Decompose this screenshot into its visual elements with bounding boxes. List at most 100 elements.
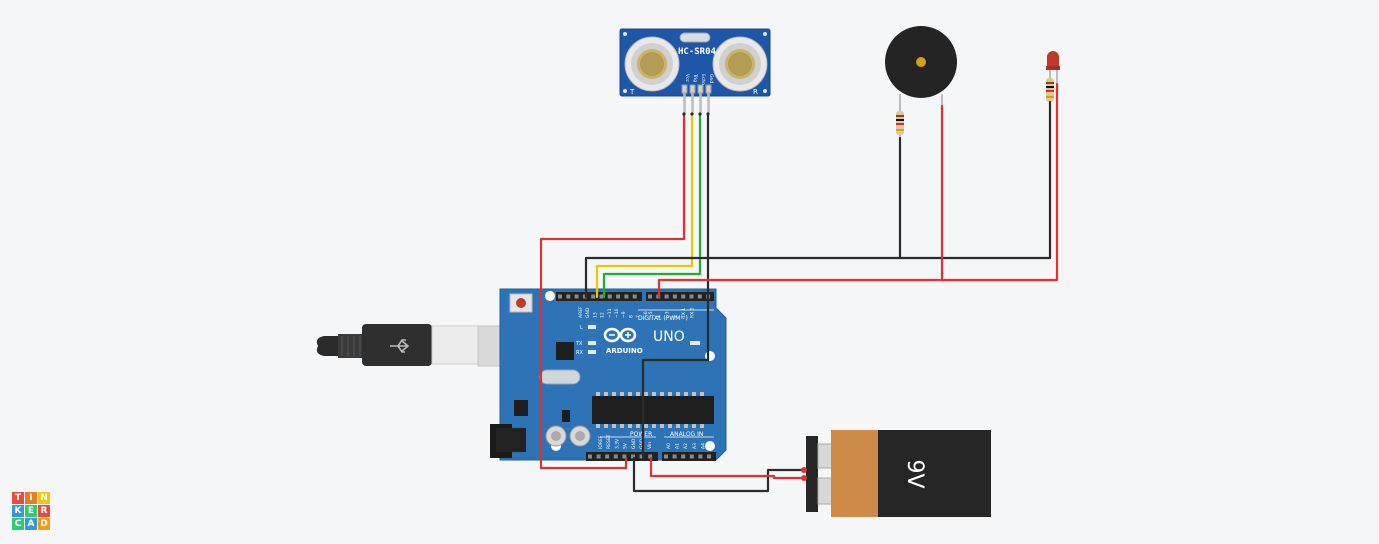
led-on	[690, 341, 700, 345]
pin-label: 4	[656, 315, 662, 318]
pin-label: 7	[636, 315, 642, 318]
receiver-icon	[712, 36, 768, 92]
header-pin[interactable]	[607, 294, 612, 299]
power-header[interactable]	[586, 452, 658, 461]
logo-letter: C	[12, 518, 24, 530]
crystal-oscillator	[539, 369, 581, 385]
pin-label: 5V	[623, 442, 629, 449]
red-led[interactable]	[1046, 51, 1060, 84]
header-pin[interactable]	[591, 294, 596, 299]
mounting-hole	[545, 291, 555, 301]
sensor-pin-label: Echo	[700, 74, 706, 85]
header-pin[interactable]	[707, 454, 711, 459]
pin-label: ~10	[614, 308, 620, 318]
pin-label: RESET	[606, 434, 612, 449]
header-pin[interactable]	[672, 294, 677, 299]
battery-body	[878, 430, 991, 517]
header-pin[interactable]	[599, 294, 604, 299]
header-pin[interactable]	[631, 454, 635, 459]
wire-sensor-echo[interactable]	[602, 112, 702, 299]
wire-sensor-vcc[interactable]	[539, 112, 686, 470]
buzzer-resistor[interactable]	[896, 106, 904, 138]
digital-label: DIGITAL (PWM~)	[638, 315, 688, 322]
header-pin[interactable]	[605, 454, 610, 459]
pin-label: 2	[673, 315, 679, 318]
header-pin[interactable]	[596, 454, 601, 459]
header-pin[interactable]	[648, 454, 653, 459]
arduino-uno-board[interactable]: L TX RX ARDUINO UNO DIGITAL (PWM~) POWER…	[490, 288, 727, 461]
header-pin[interactable]	[672, 454, 677, 459]
wire-led-gnd[interactable]	[898, 100, 1052, 260]
wire-led-signal[interactable]	[940, 82, 1059, 282]
led-l	[588, 325, 596, 329]
piezo-buzzer[interactable]	[885, 26, 957, 114]
header-pin[interactable]	[664, 294, 669, 299]
sensor-crystal	[679, 32, 711, 43]
header-pin[interactable]	[566, 294, 571, 299]
pin-label: A5	[709, 443, 715, 449]
header-pin[interactable]	[689, 294, 694, 299]
header-pin[interactable]	[624, 294, 629, 299]
tinkercad-logo[interactable]: T I N K E R C A D	[12, 492, 50, 532]
arduino-brand: ARDUINO	[606, 347, 643, 355]
digital-header-left[interactable]	[556, 292, 642, 301]
wire-buzzer-signal[interactable]	[657, 104, 944, 299]
header-pin[interactable]	[648, 294, 652, 299]
header-pin[interactable]	[616, 294, 621, 299]
battery-terminal	[817, 443, 833, 469]
header-pin[interactable]	[588, 454, 592, 459]
led-rx	[588, 350, 596, 354]
header-pin[interactable]	[689, 454, 694, 459]
reset-button-cap[interactable]	[516, 298, 526, 308]
pin-label: GND	[585, 307, 591, 318]
header-pin[interactable]	[664, 454, 668, 459]
header-pin[interactable]	[697, 294, 702, 299]
header-pin[interactable]	[681, 294, 686, 299]
wire-buzzer-gnd[interactable]	[584, 136, 902, 299]
battery-9v[interactable]: 9V	[801, 430, 991, 517]
atmega-chip	[592, 396, 714, 424]
header-pin[interactable]	[698, 454, 703, 459]
wire-sensor-gnd[interactable]	[641, 112, 710, 460]
header-pin[interactable]	[613, 454, 618, 459]
led-resistor[interactable]	[1046, 78, 1054, 102]
led-label-l: L	[580, 325, 583, 331]
sensor-pin-label: Trig	[692, 73, 698, 82]
logo-letter: D	[38, 518, 50, 530]
wire-sensor-trig[interactable]	[595, 112, 694, 299]
header-pin[interactable]	[558, 294, 562, 299]
header-pin[interactable]	[574, 294, 579, 299]
voltage-regulator	[514, 400, 528, 416]
logo-letter: A	[25, 518, 37, 530]
analog-label: ANALOG IN	[670, 431, 703, 438]
sensor-r-label: R	[753, 88, 758, 96]
pin-label: 3.3V	[614, 438, 620, 449]
pin-label: 12	[600, 312, 606, 318]
digital-header-right[interactable]	[646, 292, 714, 301]
pin-label: ~9	[621, 311, 627, 318]
pin-label: A4	[700, 443, 706, 449]
pin-label: 8	[628, 315, 634, 318]
wire-battery-positive[interactable]	[649, 456, 808, 480]
pin-label: RX 0	[690, 307, 696, 318]
sensor-t-label: T	[629, 88, 635, 96]
pin-label: AREF	[578, 306, 584, 318]
logo-letter: N	[38, 492, 50, 504]
pin-label: A0	[666, 443, 672, 449]
led-tx	[588, 341, 596, 345]
usb-cable[interactable]	[316, 324, 525, 367]
header-pin[interactable]	[639, 454, 644, 459]
header-pin[interactable]	[632, 294, 637, 299]
arduino-logo-icon	[603, 327, 637, 343]
header-pin[interactable]	[622, 454, 627, 459]
wire-battery-negative[interactable]	[632, 456, 808, 493]
pin-label: A1	[675, 443, 681, 449]
battery-label: 9V	[902, 459, 927, 488]
logo-letter: I	[25, 492, 37, 504]
logo-letter: T	[12, 492, 24, 504]
led-label-rx: RX	[576, 350, 583, 356]
analog-header[interactable]	[662, 452, 716, 461]
header-pin[interactable]	[681, 454, 686, 459]
